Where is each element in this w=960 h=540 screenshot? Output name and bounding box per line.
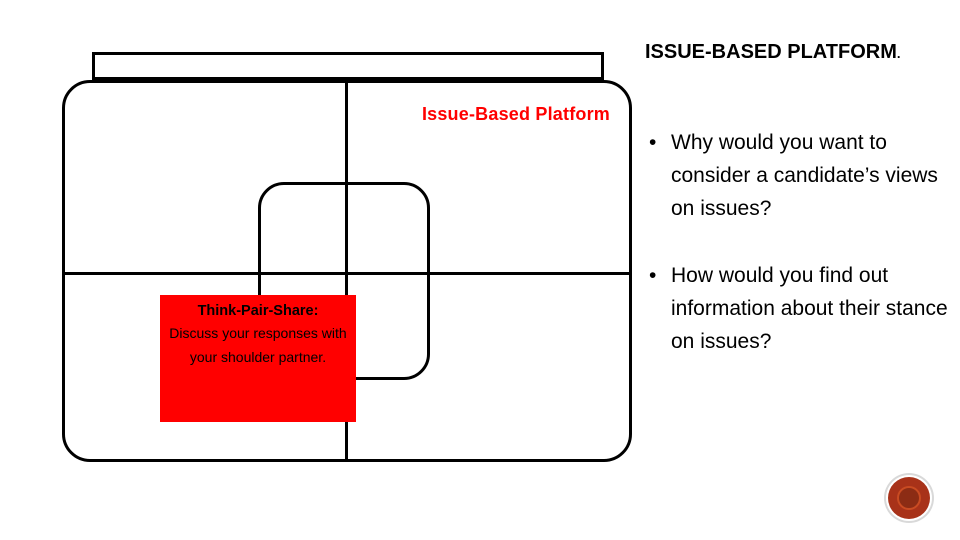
think-pair-share-body: Discuss your responses with your shoulde… bbox=[169, 325, 347, 365]
diagram-top-bar bbox=[92, 52, 604, 80]
diagram-vertical-divider bbox=[345, 80, 348, 462]
bullet-marker-icon: • bbox=[649, 131, 657, 154]
bullet-marker-icon: • bbox=[649, 264, 657, 287]
diagram-horizontal-divider bbox=[62, 272, 632, 275]
list-item-text: Why would you want to consider a candida… bbox=[671, 131, 938, 220]
page-title-period: . bbox=[896, 46, 901, 61]
think-pair-share-title: Think-Pair-Share: bbox=[197, 303, 319, 319]
list-item: • How would you find out information abo… bbox=[645, 259, 950, 358]
page-title-text: ISSUE-BASED PLATFORM bbox=[645, 41, 897, 63]
list-item: • Why would you want to consider a candi… bbox=[645, 126, 950, 225]
page-title: ISSUE-BASED PLATFORM. bbox=[645, 38, 945, 68]
content-column: ISSUE-BASED PLATFORM. • Why would you wa… bbox=[645, 0, 960, 540]
think-pair-share-callout: Think-Pair-Share: Discuss your responses… bbox=[160, 295, 356, 422]
decorative-circle-badge bbox=[888, 477, 930, 519]
diagram-graphic: Issue-Based Platform Think-Pair-Share: D… bbox=[62, 52, 632, 462]
bullet-list: • Why would you want to consider a candi… bbox=[645, 126, 950, 392]
decorative-circle-inner bbox=[897, 486, 921, 510]
list-item-text: How would you find out information about… bbox=[671, 264, 948, 353]
diagram-title: Issue-Based Platform bbox=[421, 104, 610, 124]
